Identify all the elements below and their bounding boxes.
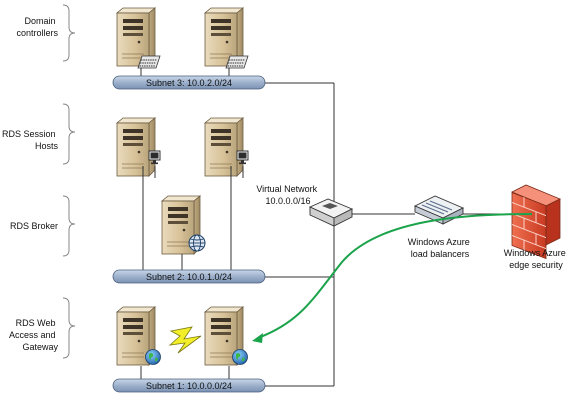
group-label-domain-controllers: Domain controllers bbox=[16, 16, 58, 38]
rds-web-server-1 bbox=[116, 306, 161, 366]
domain-controller-server-2 bbox=[204, 7, 249, 69]
subnet-1-label: Subnet 1: 10.0.0.0/24 bbox=[146, 381, 232, 391]
group-label-rds-web-access-gateway: RDS Web Access and Gateway bbox=[9, 318, 59, 352]
keyboard-icon bbox=[137, 55, 161, 69]
subnet-3-bar: Subnet 3: 10.0.2.0/24 bbox=[112, 68, 266, 90]
rds-broker-server bbox=[161, 195, 206, 255]
router-icon bbox=[308, 198, 354, 227]
group-braces bbox=[62, 4, 76, 359]
domain-controller-server-1 bbox=[116, 7, 161, 69]
lightning-icon bbox=[168, 326, 202, 354]
connection-lines bbox=[264, 82, 512, 387]
subnet-1-bar: Subnet 1: 10.0.0.0/24 bbox=[112, 378, 266, 393]
rds-web-server-2 bbox=[204, 306, 248, 366]
subnet-2-label: Subnet 2: 10.0.1.0/24 bbox=[146, 272, 232, 282]
edge-security-label: Windows Azure edge security bbox=[504, 248, 569, 270]
globe-icon bbox=[232, 349, 248, 365]
load-balancers-label: Windows Azure load balancers bbox=[408, 237, 473, 259]
subnet-2-drops bbox=[142, 166, 244, 270]
globe-icon bbox=[188, 234, 206, 252]
globe-icon bbox=[145, 349, 161, 365]
group-label-rds-broker: RDS Broker bbox=[10, 221, 58, 231]
rds-session-host-server-2 bbox=[204, 117, 249, 177]
virtual-network-label: Virtual Network 10.0.0.0/16 bbox=[256, 184, 319, 206]
firewall-icon bbox=[511, 184, 561, 260]
subnet-1-drops bbox=[140, 366, 230, 379]
subnet-3-label: Subnet 3: 10.0.2.0/24 bbox=[146, 78, 232, 88]
traffic-flow-arrow bbox=[252, 213, 533, 343]
subnet-2-bar: Subnet 2: 10.0.1.0/24 bbox=[112, 269, 266, 284]
keyboard-icon bbox=[225, 55, 249, 69]
rds-session-host-server-1 bbox=[116, 117, 161, 177]
group-label-rds-session-hosts: RDS Session Hosts bbox=[2, 129, 59, 151]
